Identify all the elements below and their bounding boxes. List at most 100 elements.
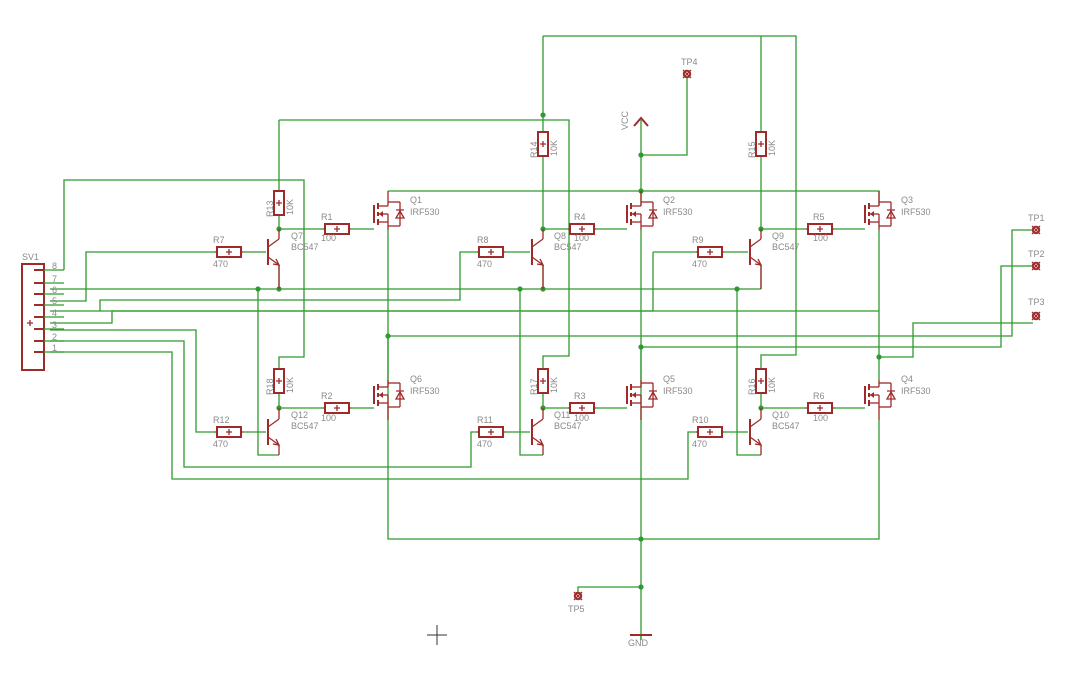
r13-node — [278, 214, 323, 230]
resistor — [273, 190, 285, 216]
resistor — [755, 131, 767, 157]
junction-dot — [638, 152, 644, 158]
resistor-value: 470 — [692, 259, 707, 269]
resistor-name: R2 — [321, 391, 333, 401]
connector-name: SV1 — [22, 252, 39, 262]
r18-node — [278, 392, 323, 409]
resistor-value: 100 — [574, 233, 589, 243]
resistor-value: 10K — [767, 377, 777, 393]
connector-pin-number: 3 — [52, 320, 57, 330]
resistor — [477, 426, 505, 438]
junction-dot — [638, 536, 644, 542]
resistor — [755, 368, 767, 394]
junction-dot — [255, 286, 261, 292]
test-point-label: TP4 — [681, 57, 698, 67]
resistor-name: R7 — [213, 235, 225, 245]
junction-dot — [540, 112, 546, 118]
r15-node — [760, 155, 806, 230]
resistor — [477, 246, 505, 258]
resistor-name: R1 — [321, 212, 333, 222]
npn-transistor — [267, 229, 281, 289]
phase-tp3 — [879, 322, 1033, 358]
connector-sv1 — [21, 263, 64, 371]
r17-node — [542, 392, 568, 409]
resistor-value: 10K — [285, 377, 295, 393]
resistor — [273, 368, 285, 394]
pin3-r12 — [50, 329, 215, 433]
mosfet-value: IRF530 — [410, 386, 440, 396]
resistor-name: R13 — [265, 200, 275, 217]
test-point — [573, 591, 583, 601]
resistor-value: 10K — [549, 377, 559, 393]
test-point-label: TP2 — [1028, 249, 1045, 259]
resistor-name: R4 — [574, 212, 586, 222]
mosfet — [626, 191, 659, 230]
connector-pin-number: 2 — [52, 332, 57, 342]
test-point — [1031, 311, 1041, 321]
drain-top-bus — [388, 190, 880, 206]
junction-dot — [734, 286, 740, 292]
resistor-name: R12 — [213, 415, 230, 425]
mosfet-value: IRF530 — [663, 207, 693, 217]
wires — [50, 35, 1033, 640]
mosfet-name: Q1 — [410, 195, 422, 205]
resistor-name: R15 — [747, 141, 757, 158]
transistor-name: Q8 — [554, 231, 566, 241]
resistor — [696, 246, 724, 258]
junction-dot — [517, 286, 523, 292]
resistor-name: R10 — [692, 415, 709, 425]
pin1-r10 — [50, 351, 696, 480]
phase-tp2 — [641, 265, 1033, 348]
resistor-value: 470 — [477, 259, 492, 269]
resistor-value: 100 — [574, 413, 589, 423]
resistor-value: 470 — [692, 439, 707, 449]
npn-transistor — [749, 408, 763, 455]
vcc-to-r17 — [279, 119, 570, 370]
resistor-value: 100 — [321, 233, 336, 243]
connector-pin-number: 7 — [52, 274, 57, 284]
mosfet-value: IRF530 — [901, 386, 931, 396]
r14-node — [542, 155, 568, 230]
q12-emit — [257, 289, 279, 456]
transistor-name: Q11 — [554, 410, 570, 420]
resistor-value: 100 — [321, 413, 336, 423]
transistor-name: Q10 — [772, 410, 789, 420]
transistor-name: Q7 — [291, 231, 303, 241]
connector-pin-number: 1 — [52, 343, 57, 353]
components — [21, 69, 1041, 645]
transistor-value: BC547 — [554, 242, 582, 252]
junction-dot — [385, 333, 391, 339]
connector-pin-number: 4 — [52, 308, 57, 318]
mosfet-name: Q6 — [410, 374, 422, 384]
vcc-tp4 — [640, 78, 688, 156]
resistor-value: 100 — [813, 413, 828, 423]
resistor — [568, 223, 596, 235]
resistor-name: R11 — [477, 415, 493, 425]
resistor-name: R9 — [692, 235, 704, 245]
test-point — [682, 69, 692, 79]
resistor-value: 10K — [285, 199, 295, 215]
npn-transistor — [267, 408, 281, 455]
tp5-wire — [577, 586, 641, 594]
r16-node — [760, 392, 806, 409]
gnd-label: GND — [628, 638, 649, 648]
resistor-name: R17 — [529, 378, 539, 395]
mosfet-name: Q2 — [663, 195, 675, 205]
resistor-value: 470 — [477, 439, 492, 449]
transistor-value: BC547 — [291, 242, 319, 252]
resistor-value: 10K — [767, 140, 777, 156]
resistor — [568, 402, 596, 414]
phase-tp1 — [388, 229, 1033, 337]
transistor-value: BC547 — [291, 421, 319, 431]
junction-dot — [638, 344, 644, 350]
connector-pin-number: 8 — [52, 261, 57, 271]
q11-emit — [519, 289, 543, 456]
npn-transistor — [531, 408, 545, 455]
resistor — [215, 426, 243, 438]
resistor-value: 10K — [549, 140, 559, 156]
vcc-symbol — [633, 116, 649, 127]
test-point-label: TP3 — [1028, 297, 1045, 307]
test-point-label: TP5 — [568, 604, 585, 614]
mosfet — [626, 380, 659, 420]
